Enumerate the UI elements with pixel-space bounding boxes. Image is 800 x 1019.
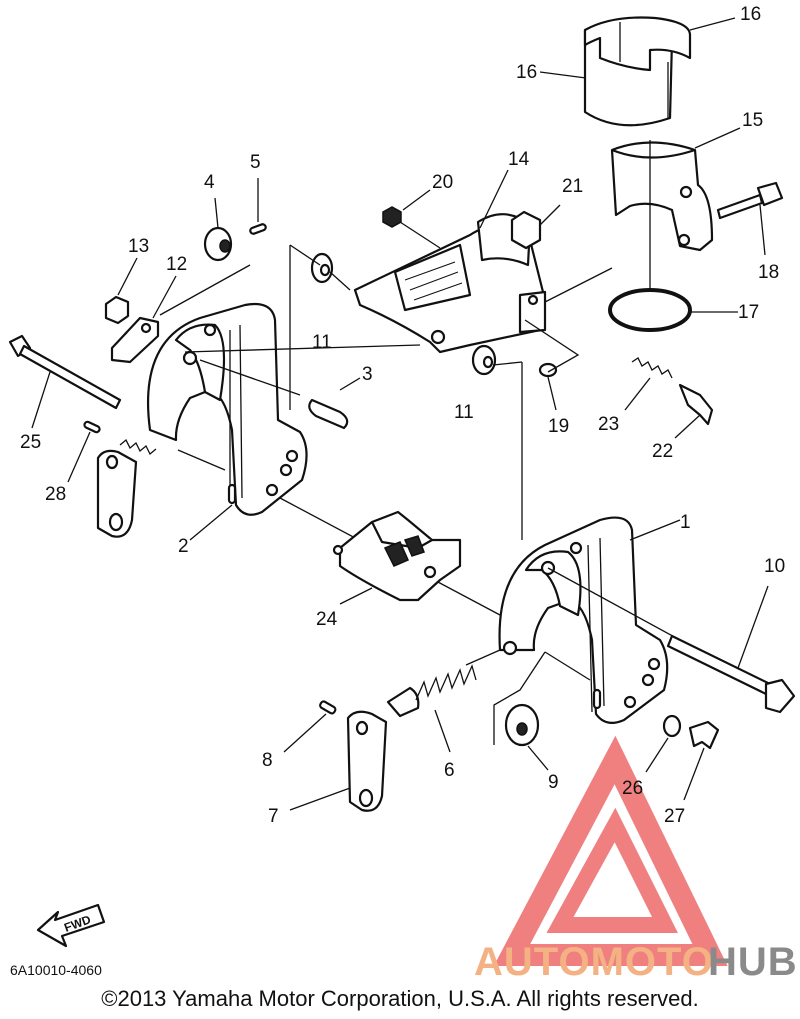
part-4-bush — [203, 197, 233, 262]
part-9-pad — [493, 651, 549, 771]
part-label-16: 16 — [516, 62, 537, 83]
part-label-16: 16 — [740, 4, 761, 25]
part-label-6: 6 — [444, 760, 455, 781]
part-label-28: 28 — [45, 484, 66, 505]
left-clamp-lever — [96, 438, 157, 538]
part-24-stopper — [332, 510, 462, 605]
part-25-bolt — [8, 334, 122, 429]
part-6-screw — [386, 649, 501, 753]
part-label-12: 12 — [166, 254, 187, 275]
part-label-13: 13 — [128, 236, 149, 257]
leader-19-group — [524, 319, 580, 373]
catalog-code: 6A10010-4060 — [10, 962, 102, 978]
part-label-21: 21 — [562, 176, 583, 197]
part-label-1: 1 — [680, 512, 691, 533]
part-label-9: 9 — [548, 772, 559, 793]
part-12-plate — [110, 275, 177, 364]
watermark-auto-text: AUTOMOTO — [474, 940, 714, 984]
fwd-arrow-icon: FWD — [36, 903, 106, 948]
part-17-oring — [608, 288, 738, 332]
part-14-swivel-bracket — [353, 169, 613, 354]
watermark-hub-text: HUB — [708, 940, 798, 984]
part-label-2: 2 — [178, 536, 189, 557]
part-21-knob — [510, 204, 561, 250]
part-1-clamp-bracket-right — [498, 516, 681, 725]
part-19-nut — [538, 362, 558, 411]
part-label-23: 23 — [598, 414, 619, 435]
copyright-notice: ©2013 Yamaha Motor Corporation, U.S.A. A… — [101, 986, 699, 1011]
part-11-washer-upper — [310, 252, 334, 284]
part-3-pin — [308, 377, 361, 430]
part-label-5: 5 — [250, 152, 261, 173]
part-26-washer — [645, 714, 682, 773]
part-label-11: 11 — [312, 332, 332, 353]
part-7-lever — [289, 710, 388, 812]
part-8-pin — [283, 700, 337, 753]
part-5-pin — [249, 178, 267, 235]
part-label-7: 7 — [268, 806, 279, 827]
part-label-25: 25 — [20, 432, 41, 453]
part-label-17: 17 — [738, 302, 759, 323]
part-label-10: 10 — [764, 556, 785, 577]
part-label-8: 8 — [262, 750, 273, 771]
part-28-pin — [67, 420, 101, 483]
part-13-nut — [104, 257, 138, 325]
watermark-logo: AUTOMOTO HUB — [474, 735, 798, 984]
part-2-clamp-bracket-left — [146, 302, 308, 541]
part-label-11: 11 — [454, 402, 474, 423]
part-20-nut — [382, 189, 441, 249]
part-label-24: 24 — [316, 609, 338, 630]
part-label-19: 19 — [548, 416, 569, 437]
part-16-sleeve — [539, 16, 736, 127]
part-23-spring — [624, 357, 673, 411]
part-10-bolt — [666, 585, 796, 714]
part-label-20: 20 — [432, 172, 453, 193]
part-11-washer-lower — [471, 344, 497, 376]
part-18-bolt — [716, 181, 784, 256]
part-label-18: 18 — [758, 262, 779, 283]
part-label-27: 27 — [664, 806, 685, 827]
part-22-wing-screw — [674, 383, 714, 439]
part-label-14: 14 — [508, 149, 530, 170]
part-label-22: 22 — [652, 441, 673, 462]
part-15-clamp — [610, 127, 741, 290]
part-label-3: 3 — [362, 364, 373, 385]
part-label-15: 15 — [742, 110, 763, 131]
part-27-wing-nut — [683, 720, 720, 801]
part-label-4: 4 — [204, 172, 215, 193]
part-label-26: 26 — [622, 778, 643, 799]
